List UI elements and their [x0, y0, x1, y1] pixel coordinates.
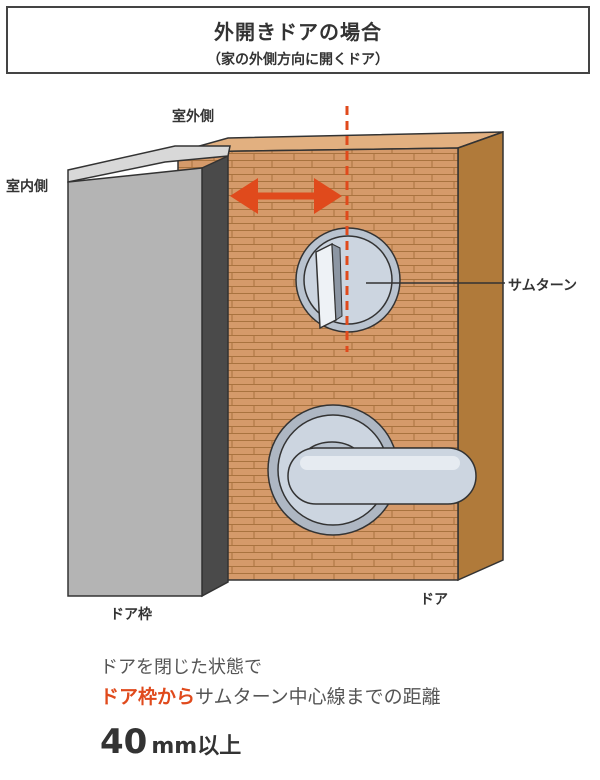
door-side [457, 130, 504, 582]
caption-rest: サムターン中心線までの距離 [195, 686, 441, 708]
title-sub: （家の外側方向に開くドア） [207, 52, 389, 68]
distance-arrow-left-head [230, 178, 258, 214]
label-thumbturn: サムターン [508, 278, 578, 294]
label-outside: 室外側 [172, 109, 214, 125]
caption-unit: mm [151, 734, 198, 759]
frame-face [67, 167, 203, 597]
caption-line1: ドアを閉じた状態で [100, 657, 262, 678]
title-main: 外開きドアの場合 [214, 20, 382, 44]
caption-suffix: 以上 [197, 734, 242, 759]
caption-highlight: ドア枠から [100, 686, 196, 708]
lever-arm-highlight [300, 456, 460, 470]
label-door: ドア [420, 592, 448, 608]
label-frame: ドア枠 [110, 607, 152, 623]
thumbturn-knob-side [331, 243, 343, 321]
caption-number: 40 [100, 722, 148, 762]
title-box: 外開きドアの場合 （家の外側方向に開くドア） [6, 6, 590, 74]
caption-line2: ドア枠からサムターン中心線までの距離 [100, 682, 441, 709]
distance-arrow-right-head [314, 178, 342, 214]
frame-side [201, 154, 229, 598]
label-inside: 室内側 [6, 179, 48, 195]
